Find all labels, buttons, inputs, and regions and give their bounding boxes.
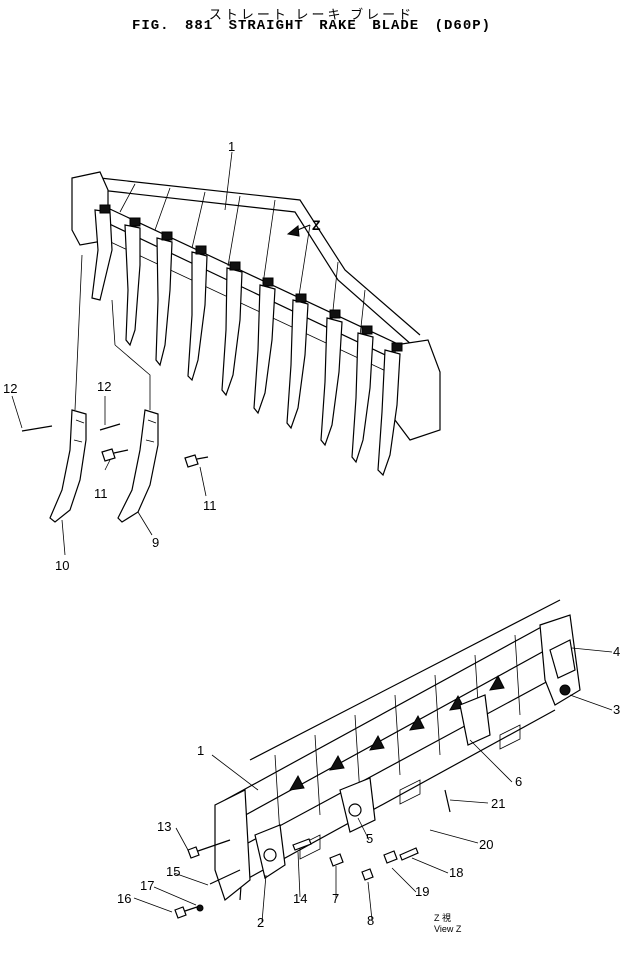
figure-title-japanese: ストレート レーキ ブレード (208, 7, 415, 22)
view-note-top: Z 視 (434, 912, 451, 923)
rake-blade-rear-view (174, 599, 581, 919)
callout-1: 1 (197, 743, 204, 758)
rake-blade-top-assembly: Z (71, 171, 441, 477)
callout-15: 15 (166, 864, 180, 879)
callout-6: 6 (515, 774, 522, 789)
callout-12: 12 (3, 381, 17, 396)
callout-3: 3 (613, 702, 620, 717)
view-note-bottom: View Z (434, 924, 462, 934)
callout-16: 16 (117, 891, 131, 906)
callout-21: 21 (491, 796, 505, 811)
callout-9: 9 (152, 535, 159, 550)
exploded-tines (21, 254, 209, 523)
callout-18: 18 (449, 865, 463, 880)
callout-20: 20 (479, 837, 493, 852)
callout-labels: 1 12 12 11 11 10 9 4 3 1 6 21 13 5 20 15… (3, 139, 620, 930)
callout-7: 7 (332, 891, 339, 906)
callout-2: 2 (257, 915, 264, 930)
callout-8: 8 (367, 913, 374, 928)
callout-17: 17 (140, 878, 154, 893)
callout-19: 19 (415, 884, 429, 899)
rake-tines (91, 209, 401, 477)
callout-5: 5 (366, 831, 373, 846)
callout-13: 13 (157, 819, 171, 834)
callout-14: 14 (293, 891, 307, 906)
callout-11: 11 (203, 498, 217, 513)
callout-10: 10 (55, 558, 69, 573)
view-arrow-label: Z (312, 217, 321, 233)
figure-title: FIG. 881 STRAIGHT RAKE BLADE (D60P) (131, 18, 492, 34)
callout-11: 11 (94, 486, 108, 501)
callout-4: 4 (613, 644, 620, 659)
callout-12: 12 (97, 379, 111, 394)
callout-1: 1 (228, 139, 235, 154)
leader-lines (11, 151, 613, 923)
